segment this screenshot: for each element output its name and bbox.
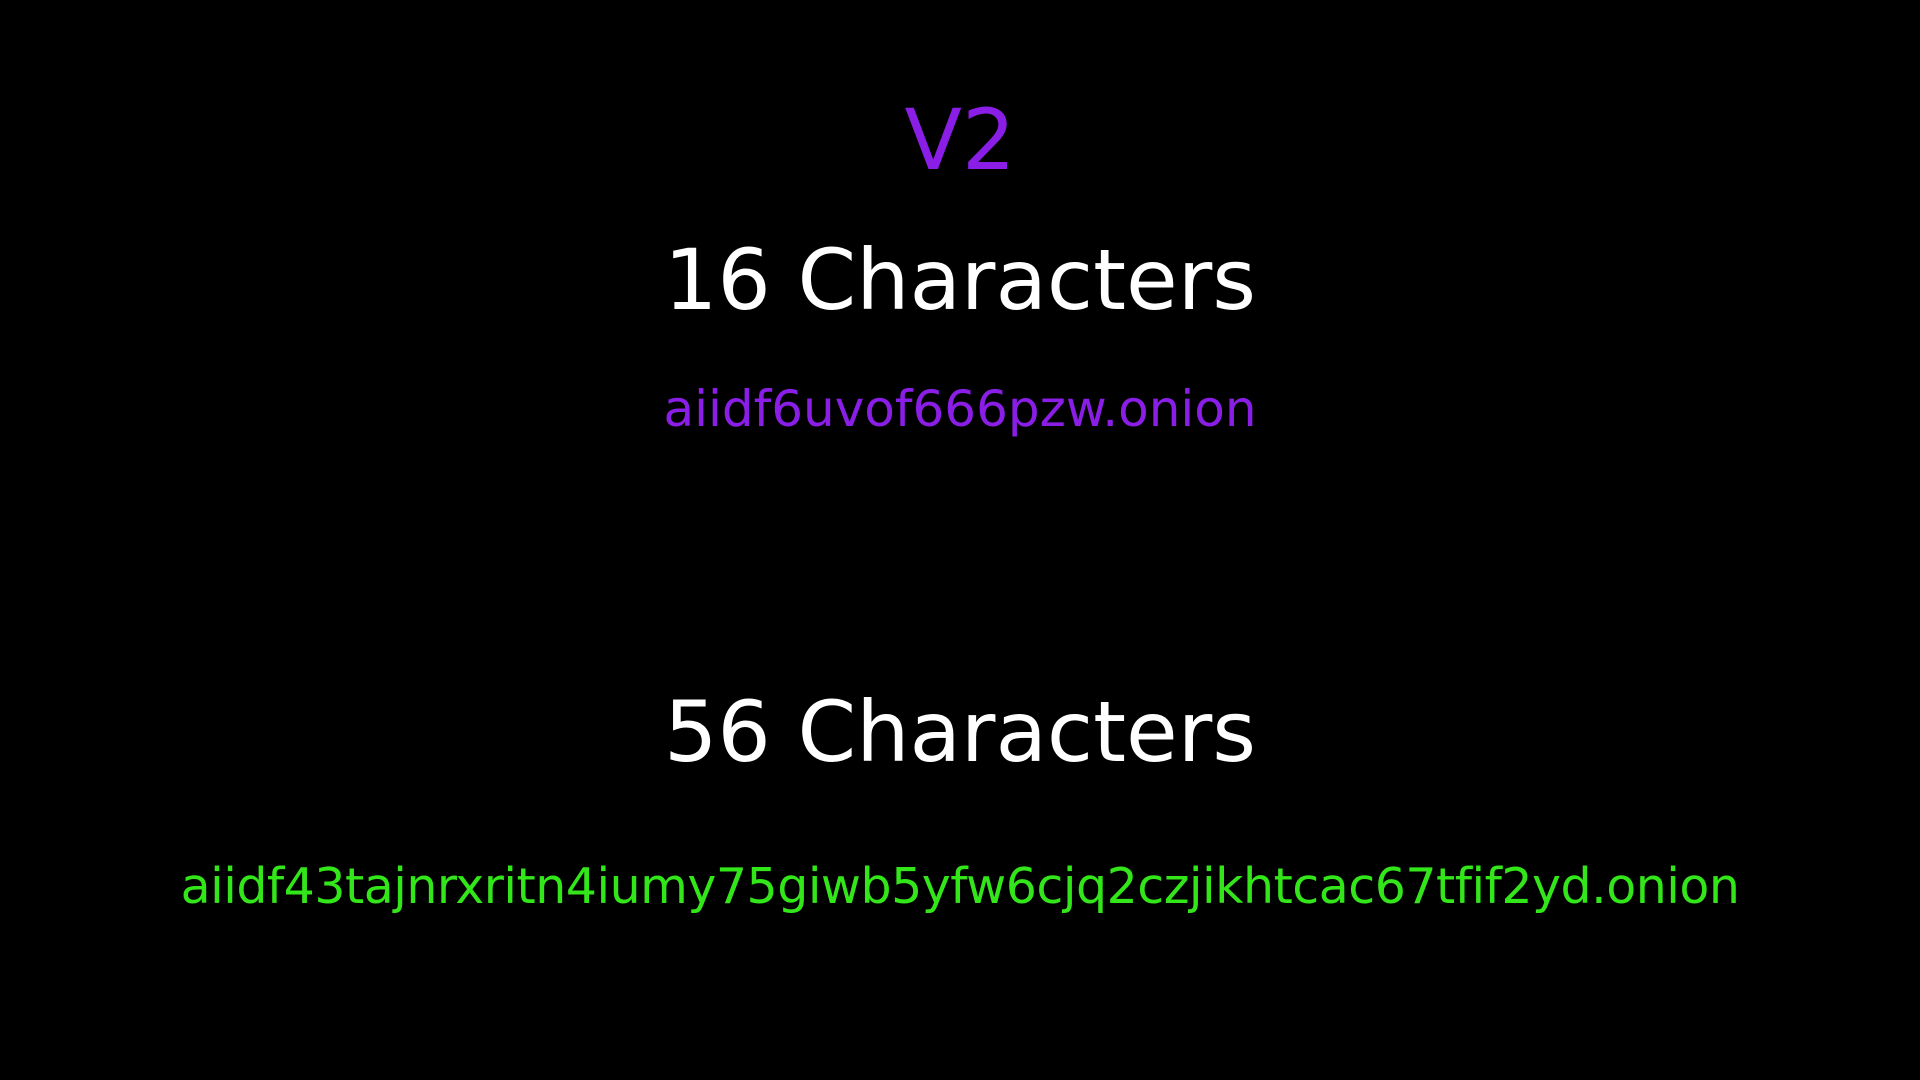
v2-character-count-heading: 16 Characters	[663, 231, 1257, 329]
v3-character-count-heading: 56 Characters	[663, 683, 1257, 781]
slide-title: V2	[904, 91, 1016, 189]
v2-onion-address: aiidf6uvof666pzw.onion	[663, 380, 1257, 438]
v3-onion-address: aiidf43tajnrxritn4iumy75giwb5yfw6cjq2czj…	[180, 858, 1740, 915]
